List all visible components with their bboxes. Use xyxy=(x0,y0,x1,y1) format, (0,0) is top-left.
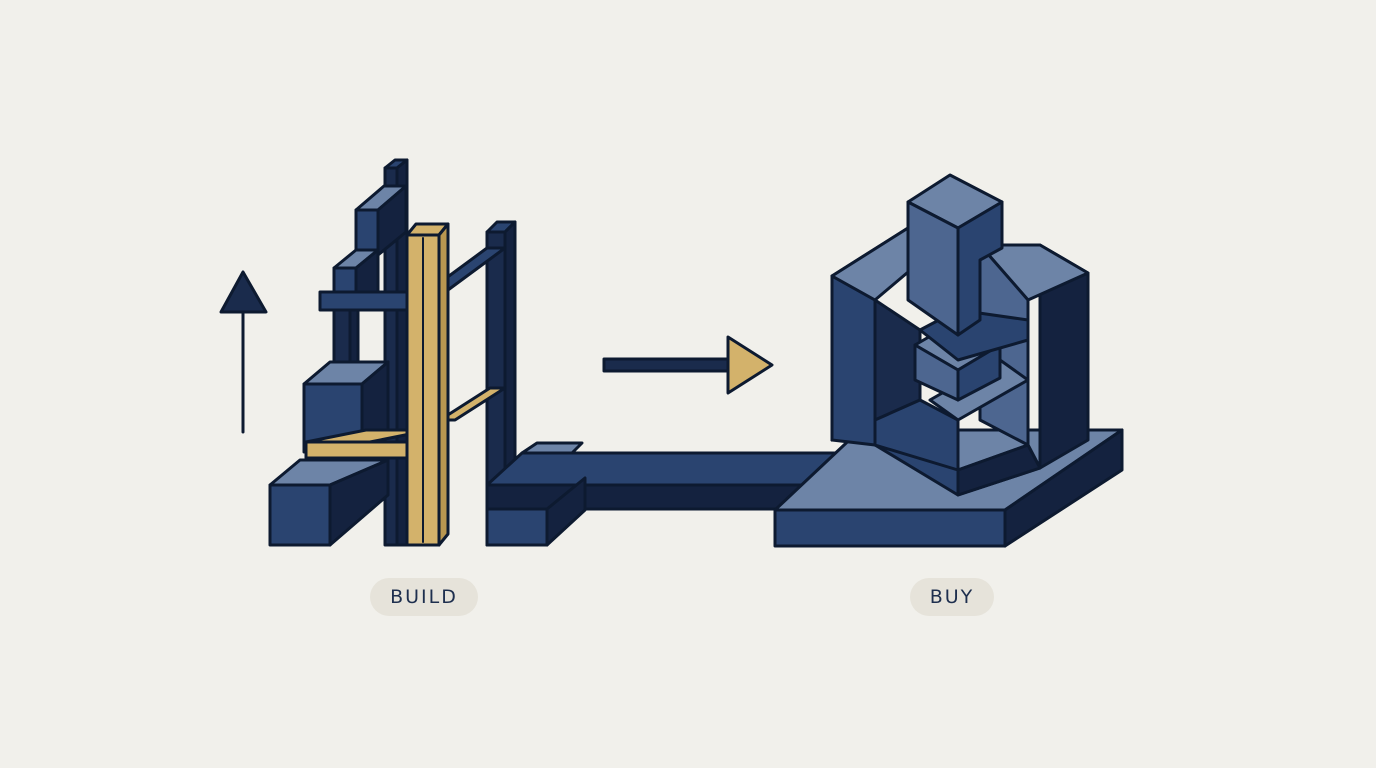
connector-bar xyxy=(485,441,862,547)
up-arrow-icon xyxy=(219,270,268,434)
scaffold-base-block xyxy=(268,458,390,547)
scaffold-upper-block xyxy=(354,184,408,257)
scaffold-gold-post xyxy=(405,222,450,547)
buy-cube-structure xyxy=(830,173,1090,497)
buy-label: BUY xyxy=(910,578,994,616)
build-scaffold xyxy=(268,158,517,547)
build-label: BUILD xyxy=(370,578,478,616)
right-arrow-icon xyxy=(602,335,774,395)
